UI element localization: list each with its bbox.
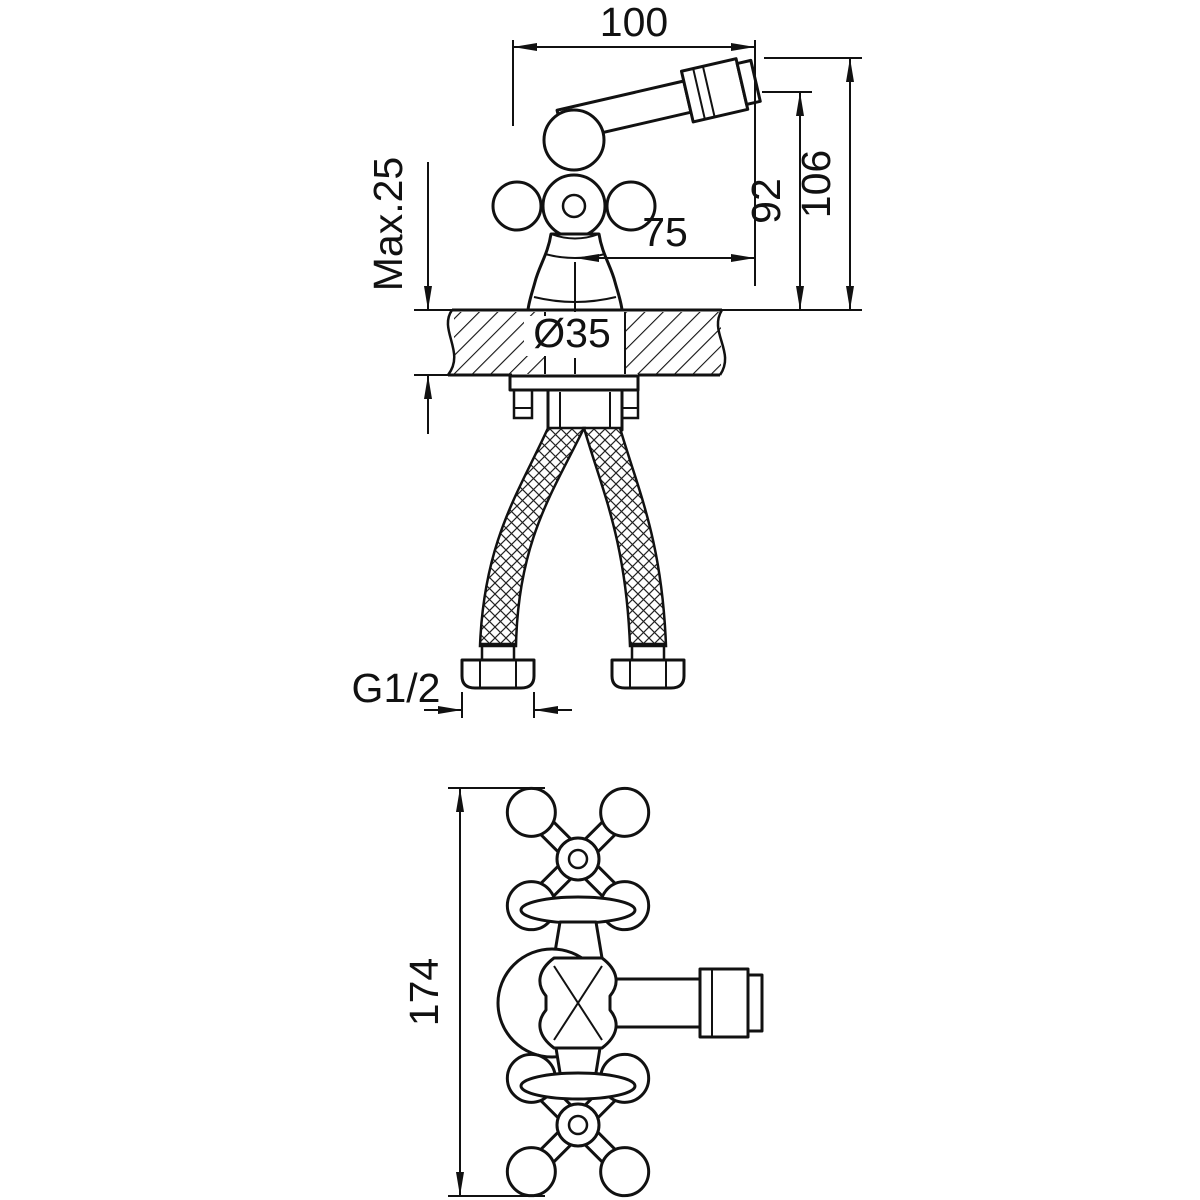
dim-total-height: 106 bbox=[722, 57, 862, 311]
dim-label-92: 92 bbox=[743, 178, 789, 224]
dim-label-75: 75 bbox=[642, 209, 688, 255]
spout-plan bbox=[598, 967, 764, 1039]
handle-skirt-bottom bbox=[519, 1071, 637, 1101]
handle-hub bbox=[541, 173, 607, 239]
dim-label-174: 174 bbox=[401, 958, 447, 1026]
deck-break-left bbox=[446, 309, 456, 376]
dim-label-d35: Ø35 bbox=[533, 310, 611, 356]
mounting-washer bbox=[508, 374, 640, 392]
handle-cap bbox=[561, 193, 587, 219]
supply-hose-right bbox=[582, 426, 668, 648]
hose-nut-left bbox=[460, 658, 536, 690]
dim-label-106: 106 bbox=[793, 150, 839, 218]
dim-center-to-tip: 75 bbox=[574, 209, 755, 312]
handle-front bbox=[491, 108, 657, 239]
dim-label-g12: G1/2 bbox=[352, 665, 441, 711]
handle-ball-top bbox=[542, 108, 606, 172]
dim-label-max25: Max.25 bbox=[365, 157, 411, 291]
spout-aerator-plan bbox=[698, 967, 750, 1039]
hose-nut-right bbox=[610, 658, 686, 690]
dim-deck-thickness: Max.25 bbox=[365, 157, 452, 434]
dim-thread-size: G1/2 bbox=[352, 665, 572, 718]
handle-skirt-top bbox=[519, 895, 637, 925]
dim-spout-height: 92 bbox=[743, 91, 812, 310]
mounting-hardware bbox=[508, 374, 640, 432]
dim-overall-length: 174 bbox=[401, 787, 545, 1197]
dim-spout-reach: 100 bbox=[512, 0, 756, 286]
dim-hole-diameter: Ø35 bbox=[524, 310, 620, 374]
front-view: 100 75 92 106 Max.25 bbox=[352, 0, 862, 718]
handle-ball-left bbox=[491, 180, 543, 232]
stud-left bbox=[512, 388, 534, 420]
deck-break-right bbox=[716, 309, 727, 376]
deck-hatch-right bbox=[625, 312, 721, 374]
handle-ball-right bbox=[605, 180, 657, 232]
supply-hose-left bbox=[478, 426, 586, 648]
top-view: 174 bbox=[401, 786, 764, 1198]
dim-label-100: 100 bbox=[600, 0, 668, 45]
supply-hoses bbox=[460, 426, 686, 690]
spout-tip-plan bbox=[746, 973, 764, 1033]
